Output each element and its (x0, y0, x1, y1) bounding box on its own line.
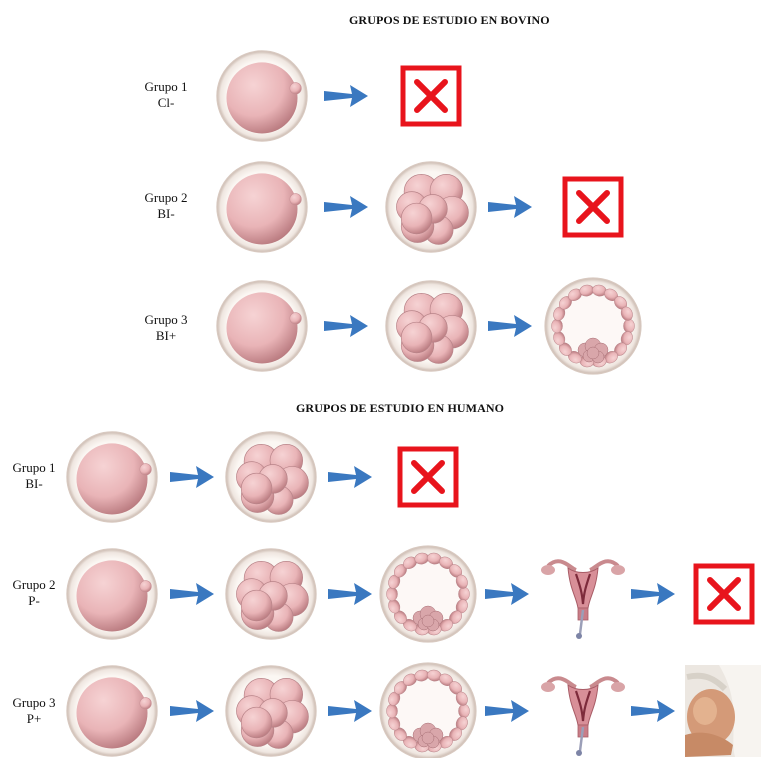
human-group-2-fail-icon (693, 563, 755, 625)
group-code: BI+ (126, 328, 206, 344)
human-group-2-blastocyst-figure (378, 544, 478, 644)
human-group-2-arrow-icon (483, 581, 531, 607)
human-group-1-label: Grupo 1 BI- (0, 460, 74, 492)
group-name: Grupo 1 (126, 79, 206, 95)
human-group-2-morula-figure (223, 546, 319, 642)
bovine-section-title: GRUPOS DE ESTUDIO EN BOVINO (349, 13, 550, 28)
bovine-group-2-arrow-icon (486, 194, 534, 220)
human-group-1-arrow-icon (168, 464, 216, 490)
group-name: Grupo 2 (0, 577, 74, 593)
human-group-1-oocyte-figure (64, 429, 160, 525)
human-group-3-oocyte-figure (64, 663, 160, 758)
group-name: Grupo 3 (0, 695, 74, 711)
human-group-2-arrow-icon (629, 581, 677, 607)
human-section-title: GRUPOS DE ESTUDIO EN HUMANO (296, 401, 504, 416)
human-group-1-fail-icon (397, 446, 459, 508)
human-group-3-arrow-icon (629, 698, 677, 724)
bovine-group-1-label: Grupo 1 Cl- (126, 79, 206, 111)
human-group-1-arrow-icon (326, 464, 374, 490)
bovine-group-2-oocyte-figure (214, 159, 310, 255)
bovine-group-3-arrow-icon (322, 313, 370, 339)
bovine-group-2-arrow-icon (322, 194, 370, 220)
bovine-group-2-fail-icon (562, 176, 624, 238)
human-group-3-arrow-icon (326, 698, 374, 724)
human-group-2-arrow-icon (326, 581, 374, 607)
bovine-group-3-label: Grupo 3 BI+ (126, 312, 206, 344)
bovine-group-3-oocyte-figure (214, 278, 310, 374)
group-code: Cl- (126, 95, 206, 111)
group-code: P+ (0, 711, 74, 727)
bovine-group-2-morula-figure (383, 159, 479, 255)
bovine-group-1-arrow-icon (322, 83, 370, 109)
group-name: Grupo 2 (126, 190, 206, 206)
bovine-group-3-morula-figure (383, 278, 479, 374)
human-group-2-arrow-icon (168, 581, 216, 607)
group-name: Grupo 1 (0, 460, 74, 476)
group-code: P- (0, 593, 74, 609)
bovine-group-1-oocyte-figure (214, 48, 310, 144)
human-group-2-label: Grupo 2 P- (0, 577, 74, 609)
bovine-group-3-arrow-icon (486, 313, 534, 339)
bovine-group-1-fail-icon (400, 65, 462, 127)
bovine-group-2-label: Grupo 2 BI- (126, 190, 206, 222)
human-group-2-oocyte-figure (64, 546, 160, 642)
group-name: Grupo 3 (126, 312, 206, 328)
human-group-3-pregnancy-figure (685, 665, 761, 757)
bovine-group-3-blastocyst-figure (543, 276, 643, 376)
human-group-3-uterus-transfer-figure (540, 663, 626, 758)
human-group-1-morula-figure (223, 429, 319, 525)
human-group-3-arrow-icon (483, 698, 531, 724)
human-group-3-label: Grupo 3 P+ (0, 695, 74, 727)
human-group-2-uterus-transfer-figure (540, 546, 626, 642)
human-group-3-blastocyst-figure (378, 661, 478, 758)
group-code: BI- (0, 476, 74, 492)
human-group-3-arrow-icon (168, 698, 216, 724)
human-group-3-morula-figure (223, 663, 319, 758)
group-code: BI- (126, 206, 206, 222)
